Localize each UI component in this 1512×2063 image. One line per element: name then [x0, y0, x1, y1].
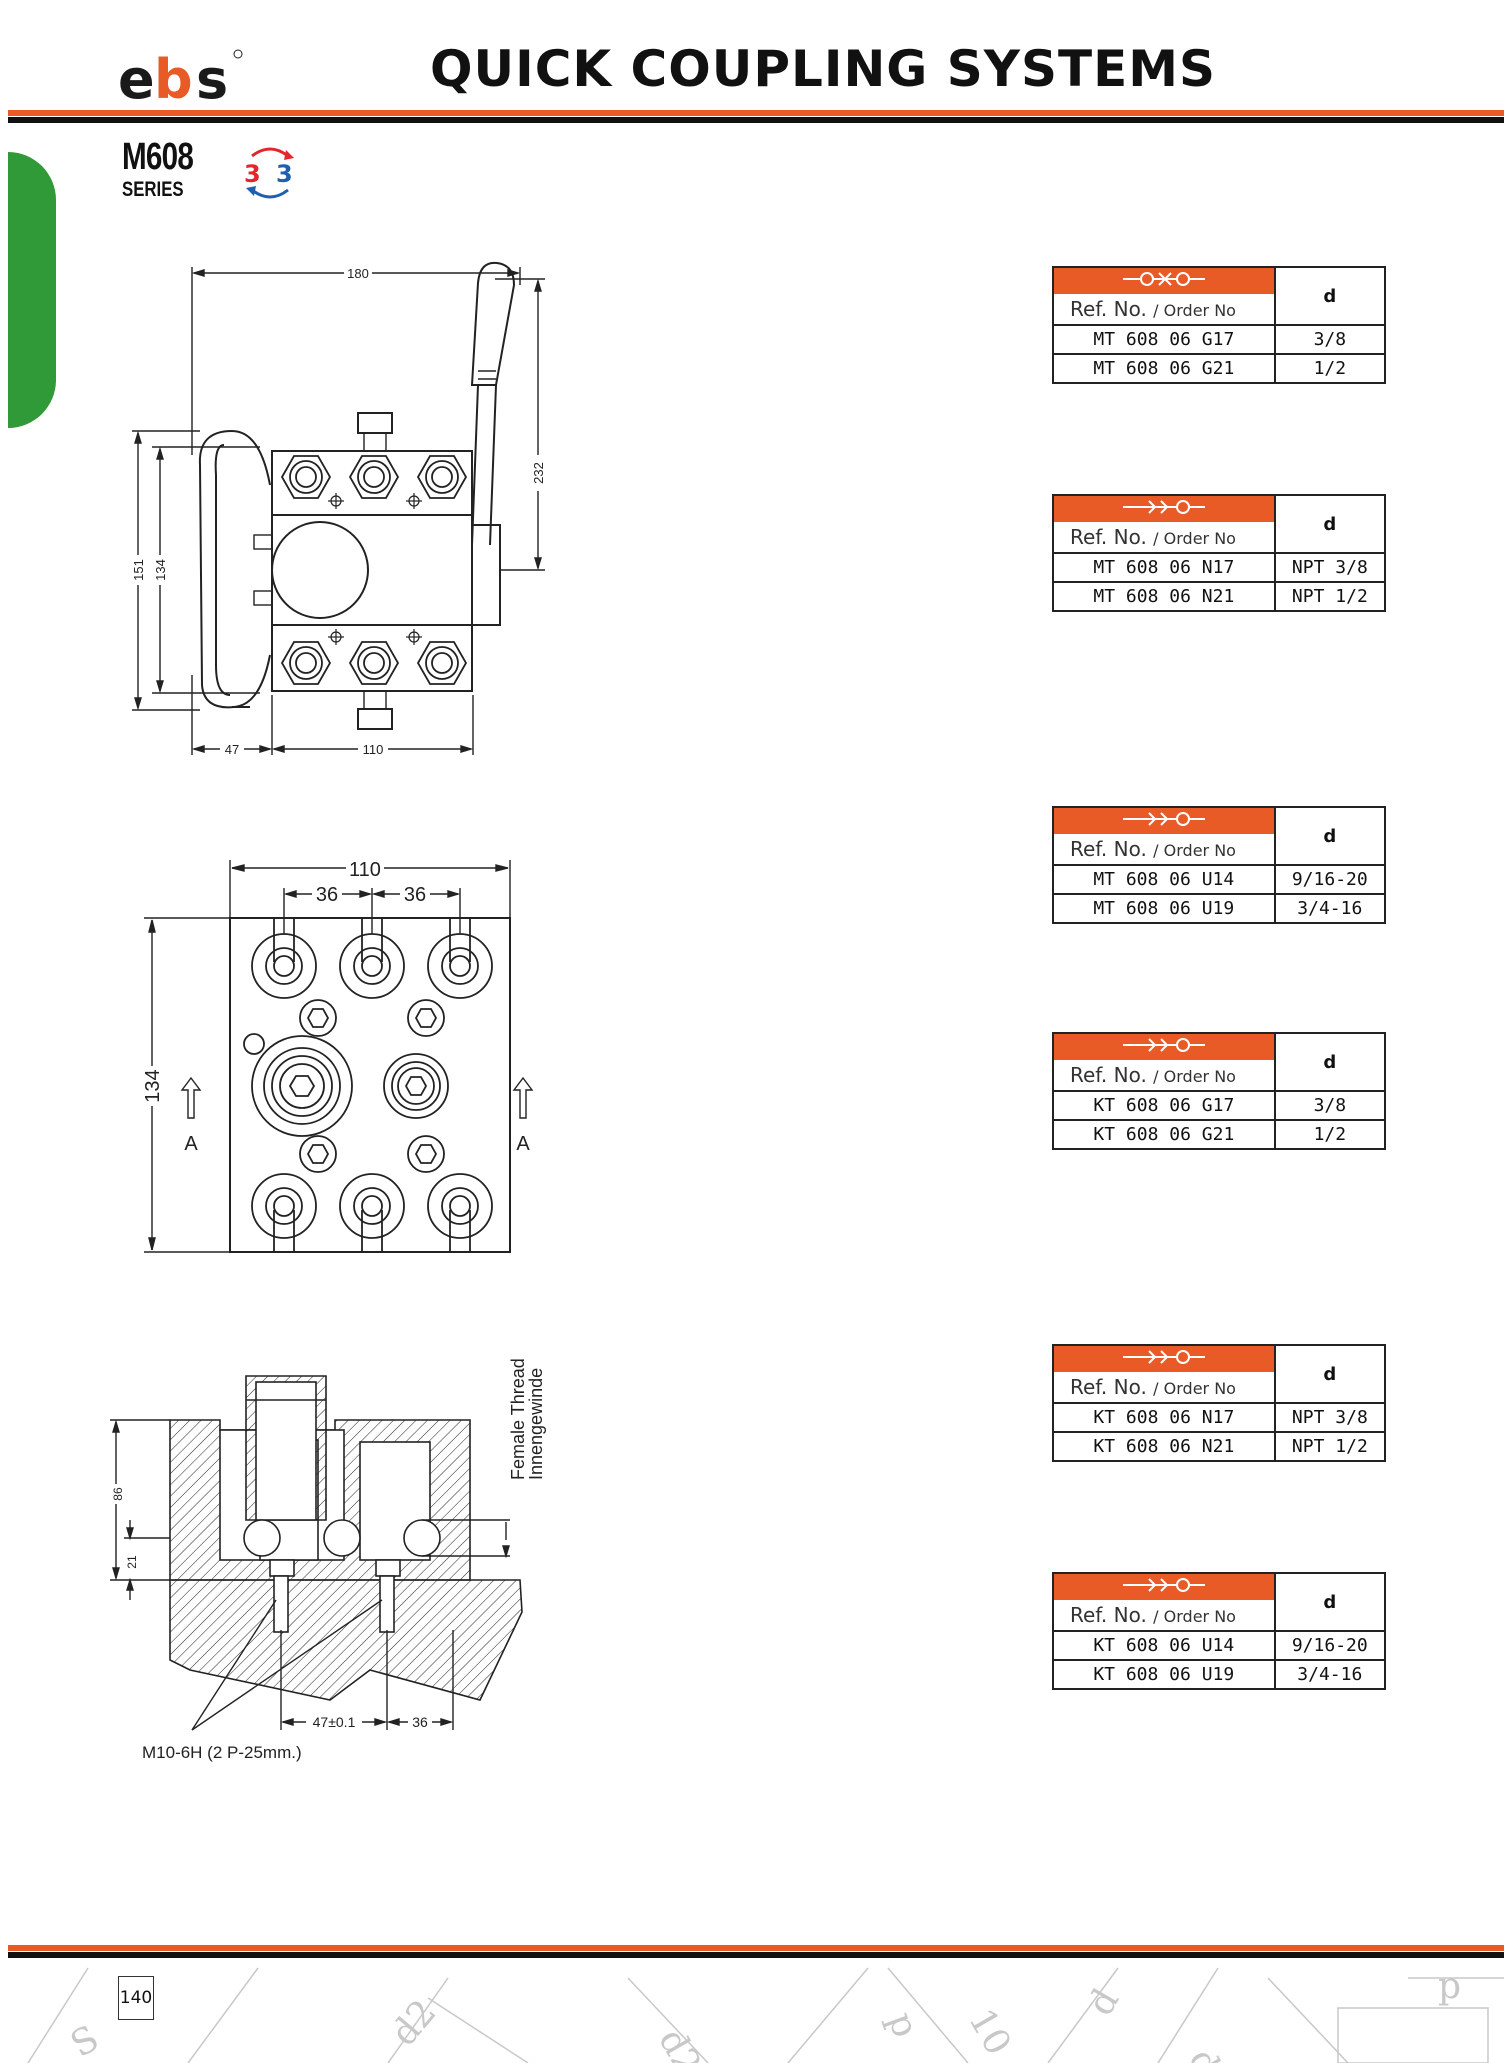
dim-section-lower: 21 [125, 1555, 139, 1569]
ebs-logo: e b s [118, 48, 243, 108]
valve-single-icon [1052, 494, 1276, 522]
mounting-face-drawing: 110 36 36 134 A A [142, 858, 534, 1253]
ways-in-count: 3 [244, 160, 261, 188]
dim-pitch-right: 36 [404, 884, 426, 906]
col-d-header: d [1273, 1344, 1387, 1404]
dim-height-total: 232 [531, 462, 546, 484]
dim-body-width: 110 [363, 742, 384, 757]
valve-single-icon [1052, 1572, 1276, 1600]
dim-width-total: 180 [347, 266, 369, 281]
col-ref-header: Ref. No. / Order No [1052, 294, 1276, 326]
svg-text:d2: d2 [650, 2022, 708, 2063]
svg-text:S: S [64, 2018, 106, 2063]
valve-single-icon [1052, 1344, 1276, 1372]
col-d-header: d [1273, 1572, 1387, 1632]
header-rule-dark [8, 117, 1504, 123]
footer-rule-dark [8, 1952, 1504, 1958]
svg-text:b: b [154, 48, 191, 108]
dim-pitch-left: 36 [316, 884, 338, 906]
dim-offset: 47 [225, 742, 239, 757]
svg-text:d: d [1180, 2042, 1227, 2063]
page-number: 140 [118, 1976, 154, 2020]
svg-text:s: s [196, 48, 226, 108]
dim-face-height: 134 [142, 1069, 164, 1102]
section-mark-right: A [516, 1133, 530, 1155]
thread-label-de: Innengewinde [526, 1368, 546, 1480]
svg-text:10: 10 [960, 2002, 1018, 2062]
col-d-header: d [1273, 806, 1387, 866]
svg-text:e: e [118, 48, 153, 108]
col-d-header: d [1273, 494, 1387, 554]
series-label: SERIES [122, 178, 184, 201]
col-d-header: d [1273, 1032, 1387, 1092]
valve-single-icon [1052, 1032, 1276, 1060]
header-rule-accent [8, 110, 1504, 116]
dim-section-height: 86 [111, 1487, 125, 1501]
col-ref-header: Ref. No. / Order No [1052, 1060, 1276, 1092]
dim-outer-height: 151 [131, 559, 146, 581]
col-ref-header: Ref. No. / Order No [1052, 1372, 1276, 1404]
top-view-drawing: 180 232 151 134 47 110 [130, 261, 546, 757]
section-tab [8, 152, 56, 428]
thread-label-en: Female Thread [508, 1358, 528, 1480]
footer-rule-accent [8, 1945, 1504, 1951]
dim-face-width: 110 [349, 859, 381, 881]
ways-out-count: 3 [276, 160, 293, 188]
col-d-header: d [1273, 266, 1387, 326]
three-way-icon: 3 3 [244, 147, 294, 199]
dim-bolt-pitch: 36 [412, 1714, 428, 1730]
valve-single-icon [1052, 806, 1276, 834]
svg-text:p: p [1438, 1966, 1461, 2007]
col-ref-header: Ref. No. / Order No [1052, 1600, 1276, 1632]
bolt-note: M10-6H (2 P-25mm.) [142, 1743, 302, 1762]
svg-text:d2: d2 [383, 1992, 444, 2054]
svg-text:p: p [880, 2007, 926, 2043]
col-ref-header: Ref. No. / Order No [1052, 834, 1276, 866]
page-title: QUICK COUPLING SYSTEMS [430, 40, 1217, 98]
dim-bolt-spacing: 47±0.1 [313, 1714, 356, 1730]
footer-decoration: S d2 d2 p 10 d d p [27, 1966, 1504, 2063]
valve-double-icon [1052, 266, 1276, 294]
dim-inner-height: 134 [153, 559, 168, 581]
section-view-drawing: 86 21 47±0.1 36 Female Thread Innengewin… [110, 1358, 546, 1762]
col-ref-header: Ref. No. / Order No [1052, 522, 1276, 554]
series-code: M608 [122, 136, 194, 178]
section-mark-left: A [184, 1133, 198, 1155]
